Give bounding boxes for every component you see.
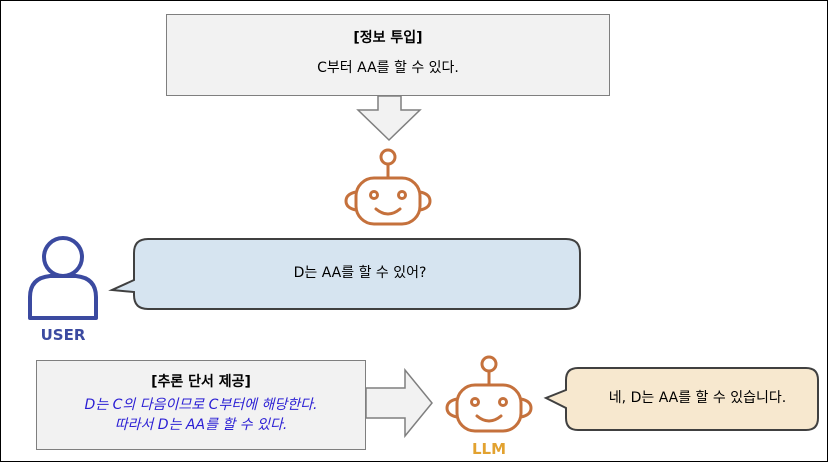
down-arrow bbox=[356, 95, 422, 142]
user-label: USER bbox=[40, 326, 86, 344]
robot-icon bbox=[445, 355, 533, 433]
llm-label: LLM bbox=[471, 440, 507, 458]
reasoning-hint-line-2: 따라서 D는 AA를 할 수 있다. bbox=[114, 417, 288, 433]
question-bubble bbox=[108, 238, 581, 310]
user-question-text: D는 AA를 할 수 있어? bbox=[293, 265, 427, 281]
right-arrow bbox=[365, 367, 433, 439]
info-input-title: [정보 투입] bbox=[353, 30, 423, 46]
info-input-box: [정보 투입] C부터 AA를 할 수 있다. bbox=[166, 14, 610, 96]
llm-answer-text: 네, D는 AA를 할 수 있습니다. bbox=[608, 390, 787, 406]
user-icon bbox=[28, 236, 98, 320]
reasoning-hint-line-1: D는 C의 다음이므로 C부터에 해당한다. bbox=[84, 397, 318, 413]
reasoning-hint-title: [추론 단서 제공] bbox=[151, 374, 251, 390]
info-input-text: C부터 AA를 할 수 있다. bbox=[317, 60, 459, 76]
robot-icon bbox=[344, 148, 432, 226]
reasoning-hint-box: [추론 단서 제공] D는 C의 다음이므로 C부터에 해당한다. 따라서 D는… bbox=[36, 360, 366, 450]
answer-bubble bbox=[543, 367, 819, 431]
